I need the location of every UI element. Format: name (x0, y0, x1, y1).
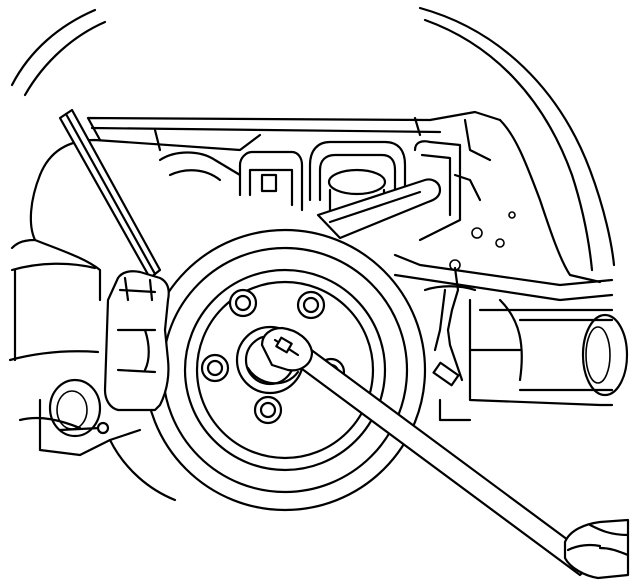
brake-caliper (103, 270, 170, 412)
chassis-frame (8, 110, 602, 430)
knuckle (13, 238, 177, 502)
panel-holes (449, 211, 516, 271)
stabilizer-link (432, 266, 472, 422)
wheel-well-arc (10, 6, 616, 272)
hand (563, 518, 630, 580)
pry-bar (58, 108, 162, 280)
drive-shaft (468, 298, 629, 407)
wrench (260, 326, 597, 577)
tie-rod (316, 178, 614, 302)
